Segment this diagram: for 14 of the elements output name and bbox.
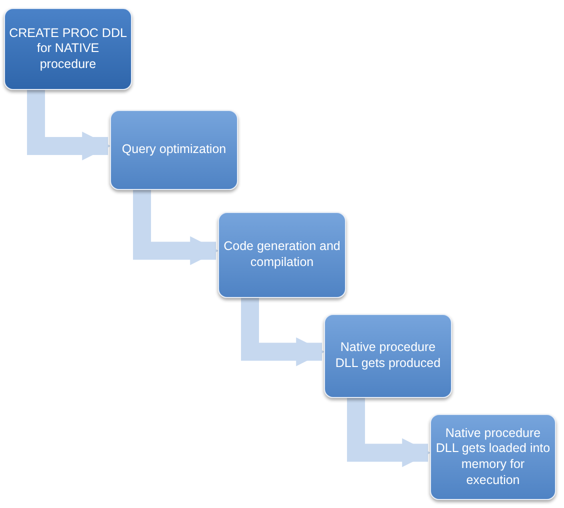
process-box bbox=[218, 212, 346, 298]
process-box bbox=[4, 8, 132, 90]
process-box bbox=[324, 314, 452, 398]
bent-arrow bbox=[133, 190, 219, 266]
bent-arrow bbox=[27, 90, 111, 160]
bent-arrow bbox=[241, 298, 325, 366]
step-label: CREATE PROC DDL for NATIVE procedure bbox=[8, 26, 128, 72]
process-box bbox=[430, 414, 556, 500]
process-box bbox=[110, 110, 238, 190]
step-label: Query optimization bbox=[120, 142, 228, 158]
bent-arrow bbox=[347, 398, 431, 468]
step-label: Code generation and compilation bbox=[222, 239, 342, 271]
step-label: Native procedure DLL gets loaded into memory for execution bbox=[434, 426, 552, 488]
step-label: Native procedure DLL gets produced bbox=[334, 340, 442, 372]
